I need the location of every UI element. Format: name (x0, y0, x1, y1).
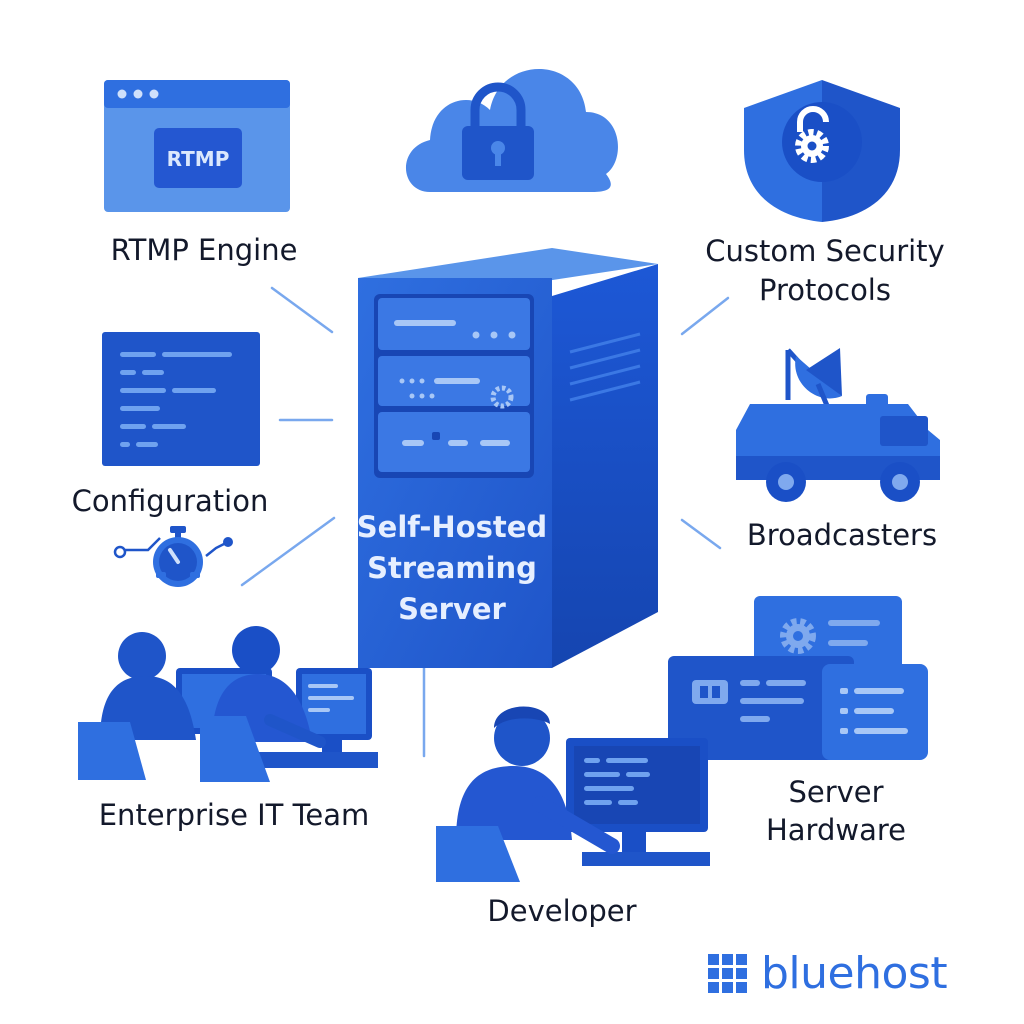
label-enterprise-it-team: Enterprise IT Team (98, 798, 370, 832)
stopwatch-icon (113, 526, 233, 587)
shield-gear-icon (744, 80, 900, 222)
browser-window-icon: RTMP (104, 80, 290, 212)
connector-rtmp (270, 286, 334, 334)
server-title-line-3: Server (398, 592, 506, 626)
connector-lines (240, 286, 730, 758)
bluehost-logo: bluehost (708, 945, 948, 1001)
bluehost-wordmark: bluehost (761, 947, 948, 999)
server-tower: Self-Hosted Streaming Server (357, 248, 658, 668)
bluehost-grid-icon (708, 953, 747, 993)
server-rack-units (374, 294, 534, 478)
cloud-lock-icon (405, 68, 618, 192)
label-rtmp-engine: RTMP Engine (110, 233, 298, 267)
label-developer: Developer (487, 894, 637, 928)
label-server-hardware-line-1: Server (788, 775, 884, 809)
rtmp-screen-text: RTMP (167, 147, 230, 171)
developer-icon (436, 706, 710, 882)
server-title-line-2: Streaming (367, 551, 537, 585)
people-at-computers-icon (78, 626, 378, 782)
server-side-vents (569, 332, 641, 402)
satellite-van-icon (736, 348, 940, 502)
server-cards-icon (668, 596, 928, 760)
code-window-icon (102, 332, 260, 466)
label-configuration: Configuration (71, 484, 269, 518)
label-server-hardware-line-2: Hardware (765, 813, 906, 847)
label-custom-security-line-2: Protocols (759, 273, 891, 307)
label-custom-security-line-1: Custom Security (705, 234, 945, 268)
label-broadcasters: Broadcasters (746, 518, 938, 552)
connector-security (680, 296, 730, 336)
connector-team (240, 516, 336, 587)
connector-broadcasters (680, 518, 722, 550)
server-title-line-1: Self-Hosted (357, 510, 547, 544)
